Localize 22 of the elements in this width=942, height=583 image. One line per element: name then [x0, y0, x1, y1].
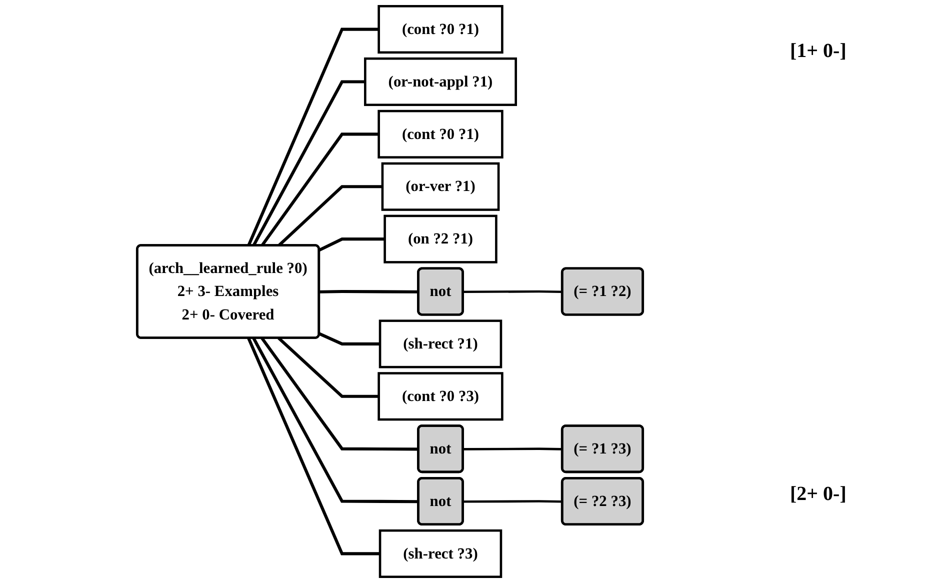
connector [318, 238, 385, 252]
connector [319, 290, 419, 294]
node-box: (sh-rect ?1) [378, 320, 502, 368]
node-box: (or-ver ?1) [381, 162, 500, 211]
connector [278, 337, 379, 398]
node-box: (cont ?0 ?1) [378, 110, 504, 158]
node-box: (or-not-appl ?1) [364, 57, 517, 106]
node-box: (cont ?0 ?1) [378, 5, 504, 54]
connector [463, 500, 563, 503]
node-box: (on ?2 ?1) [384, 214, 498, 264]
connector [463, 448, 563, 450]
connector [247, 338, 380, 556]
connector [252, 337, 419, 504]
connector [247, 28, 379, 246]
node-box: (sh-rect ?3) [378, 529, 502, 578]
node-box: (cont ?0 ?3) [378, 372, 504, 421]
count-note: [1+ 0-] [790, 40, 848, 63]
count-note: [2+ 0-] [790, 483, 848, 506]
connector [260, 337, 419, 451]
connector [463, 290, 563, 294]
connector [318, 332, 380, 346]
connector [252, 80, 366, 246]
